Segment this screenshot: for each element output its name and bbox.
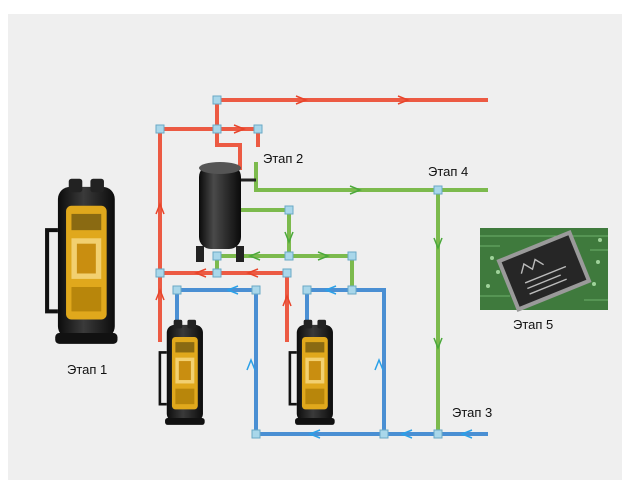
liquid-arrow xyxy=(433,337,443,351)
suction-arrow xyxy=(307,429,321,439)
suction-arrow xyxy=(246,357,256,371)
suction-arrow xyxy=(374,357,384,371)
hot-loop-line xyxy=(158,127,260,342)
hot-arrow xyxy=(155,287,165,301)
suction-left-loop xyxy=(175,288,258,436)
microcontroller-chip-icon xyxy=(480,228,608,312)
flow-arrows xyxy=(155,95,473,439)
hot-arrow xyxy=(155,201,165,215)
stage-2-label: Этап 2 xyxy=(263,151,304,166)
stage-5-label: Этап 5 xyxy=(513,317,554,332)
liquid-lines xyxy=(215,162,488,436)
stage-3-label: Этап 3 xyxy=(452,405,493,420)
liquid-arrow xyxy=(284,231,294,245)
liquid-arrow xyxy=(433,237,443,251)
suction-lines xyxy=(175,288,488,436)
hot-arrow xyxy=(193,268,207,278)
suction-right-loop xyxy=(305,288,386,436)
large-compressor-icon xyxy=(47,179,117,344)
hot-arrow xyxy=(233,124,247,134)
liquid-arrow xyxy=(247,251,261,261)
stage-4-label: Этап 4 xyxy=(428,164,469,179)
small-compressor-right-icon xyxy=(288,318,336,427)
liquid-arrow xyxy=(349,185,363,195)
hot-arrow xyxy=(245,268,259,278)
hot-arrow xyxy=(295,95,309,105)
stage-1-label: Этап 1 xyxy=(67,362,108,377)
hot-main-line xyxy=(215,98,488,130)
small-compressor-left-icon xyxy=(158,318,206,427)
pipe-joints xyxy=(155,95,443,439)
liquid-arrow xyxy=(317,251,331,261)
suction-arrow xyxy=(225,285,239,295)
suction-arrow xyxy=(459,429,473,439)
suction-arrow xyxy=(323,285,337,295)
suction-arrow xyxy=(399,429,413,439)
hot-arrow xyxy=(282,293,292,307)
hot-arrow xyxy=(397,95,411,105)
hot-receiver-inlet xyxy=(215,127,242,170)
receiver-tank-icon xyxy=(196,162,256,262)
